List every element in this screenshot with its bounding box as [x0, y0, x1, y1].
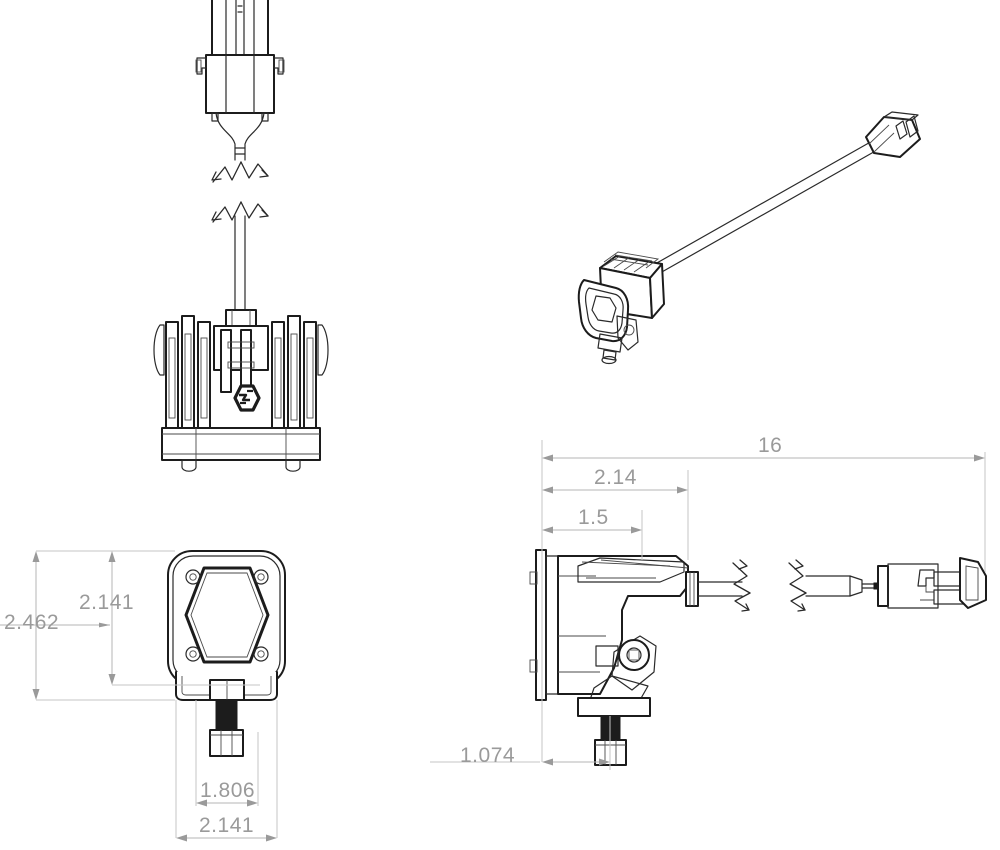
dim-2141-v: 2.141	[79, 551, 134, 685]
hex-logo-icon	[233, 384, 261, 412]
rear-view	[153, 309, 329, 472]
dim-housing-height-text: 2.141	[79, 591, 134, 614]
top-connector-detail	[195, 0, 285, 313]
side-connector	[877, 557, 987, 609]
iso-light-pod	[577, 251, 665, 365]
dim-housing-width-text: 2.141	[199, 814, 254, 837]
break-symbol-upper	[211, 161, 269, 183]
iso-connector	[865, 111, 921, 158]
dim-housing-depth-text: 1.5	[578, 506, 609, 529]
dim-2141-h: 2.141	[176, 814, 277, 842]
dim-overall-height-text: 2.462	[4, 611, 59, 634]
break-symbol-side-a	[732, 559, 751, 612]
dim-bracket-width-text: 1.806	[200, 779, 255, 802]
dim-1806: 1.806	[196, 779, 258, 807]
dim-2462: 2.462	[4, 551, 59, 700]
break-symbol-lower	[211, 201, 269, 223]
hex-lens	[184, 566, 270, 664]
dim-harness-length-text: 16	[758, 434, 782, 457]
corner-screws	[185, 569, 269, 662]
dim-body-depth-text: 2.14	[594, 466, 637, 489]
dim-214: 2.14	[542, 466, 688, 494]
front-view	[167, 550, 286, 757]
front-view-dimensions: 2.462 2.141 1.806	[0, 550, 278, 842]
dim-16: 16	[542, 434, 985, 462]
break-symbol-side-b	[788, 559, 807, 612]
side-view-dimensions: 16 2.14 1.5	[430, 434, 986, 770]
dim-mount-height-text: 1.074	[460, 744, 515, 767]
isometric-view	[577, 111, 921, 365]
dim-1074: 1.074	[430, 716, 611, 770]
dim-15: 1.5	[542, 506, 642, 534]
side-view	[529, 549, 987, 766]
